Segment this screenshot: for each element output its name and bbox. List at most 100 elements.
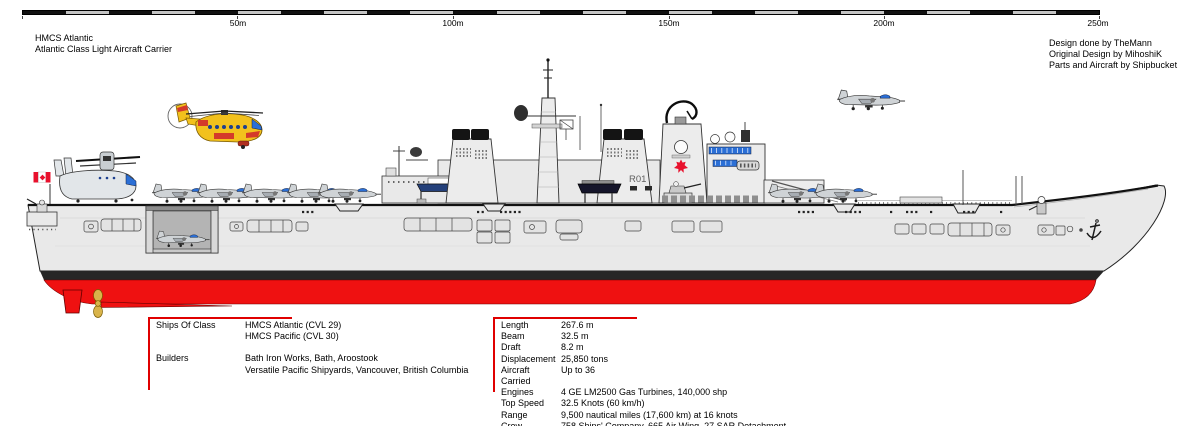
spec-label: Displacement xyxy=(501,353,556,364)
boot-stripe xyxy=(40,271,1104,280)
class-table-value: Versatile Pacific Shipyards, Vancouver, … xyxy=(245,364,469,375)
anchor-icon xyxy=(1086,219,1102,241)
spec-table: Length 267.6 m Beam 32.5 m Draft 8.2 m Disp… xyxy=(501,320,944,426)
parked-tiltrotor xyxy=(53,151,141,203)
ruler-tick xyxy=(669,16,670,19)
spec-label: Top Speed xyxy=(501,398,545,409)
canada-flag xyxy=(33,171,51,183)
ship-title: HMCS Atlantic xyxy=(35,33,94,43)
stern-ensign xyxy=(33,171,51,204)
funnel-cap xyxy=(603,129,622,140)
radar-dish-icon xyxy=(514,105,528,121)
prop-shaft xyxy=(100,301,233,308)
class-table-value: Bath Iron Works, Bath, Aroostook xyxy=(245,353,378,364)
maple-leaf-icon xyxy=(673,159,688,173)
deck-gun xyxy=(663,181,702,204)
crane-icon xyxy=(665,100,698,124)
class-table-value: HMCS Atlantic (CVL 29) xyxy=(245,320,342,330)
funnel-cap xyxy=(624,129,643,140)
ruler-tick xyxy=(1099,16,1100,19)
radome-icon xyxy=(710,134,720,144)
spec-row: Length 267.6 m xyxy=(501,320,944,331)
class-table: Ships Of Class HMCS Atlantic (CVL 29) HM… xyxy=(156,320,468,376)
hull-number-text: R01 xyxy=(629,174,646,185)
spec-label: Length xyxy=(501,320,529,330)
spec-value: Up to 36 xyxy=(561,364,596,375)
spec-label: Draft xyxy=(501,342,521,353)
spec-value: 8.2 m xyxy=(561,342,584,353)
spec-value: 32.5 Knots (60 km/h) xyxy=(561,398,645,409)
class-table-row: Ships Of Class HMCS Atlantic (CVL 29) HM… xyxy=(156,320,468,342)
red-hull xyxy=(43,279,1097,305)
credit-line-3: Parts and Aircraft by Shipbucket xyxy=(1049,60,1178,70)
funnel-cap xyxy=(452,129,470,140)
spec-label: Aircraft Carried xyxy=(501,364,531,387)
spec-label: Beam xyxy=(501,331,525,342)
spec-row: Aircraft Carried Up to 36 xyxy=(501,365,944,387)
credit-line-1: Design done by TheMann xyxy=(1049,38,1152,48)
ship-subtitle: Atlantic Class Light Aircraft Carrier xyxy=(35,44,173,54)
class-table-row: Builders Bath Iron Works, Bath, Aroostoo… xyxy=(156,353,468,375)
ruler-label-250m: 250m xyxy=(1087,18,1109,28)
spec-row: Beam 32.5 m xyxy=(501,331,944,342)
spec-label: Engines xyxy=(501,387,534,398)
spec-table-top-rule xyxy=(493,317,637,319)
ruler-label-100m: 100m xyxy=(442,18,464,28)
radome-icon xyxy=(674,140,688,154)
spec-value: 32.5 m xyxy=(561,331,589,342)
spec-value: 9,500 nautical miles (17,600 km) at 16 k… xyxy=(561,409,738,420)
funnel-forward xyxy=(445,129,499,204)
hull-fittings xyxy=(83,217,1083,244)
bow-antennas xyxy=(962,170,1023,205)
bridge-windows xyxy=(708,146,752,155)
deck-edge-line xyxy=(28,184,1159,207)
funnel-cap xyxy=(471,129,489,140)
credit-line-2: Original Design by MihoshiK xyxy=(1049,49,1163,59)
ruler-tick xyxy=(22,16,23,19)
ruler-tick xyxy=(884,16,885,19)
spec-row: Displacement 25,850 tons xyxy=(501,354,944,365)
spec-row: Range 9,500 nautical miles (17,600 km) at… xyxy=(501,410,944,421)
main-rotor-blades xyxy=(185,110,264,115)
ruler-label-150m: 150m xyxy=(658,18,680,28)
flying-harrier xyxy=(836,89,906,111)
cabin-windows xyxy=(208,125,247,129)
radar-box-icon xyxy=(741,130,750,142)
spec-value: 4 GE LM2500 Gas Turbines, 140,000 shp xyxy=(561,387,728,398)
class-table-label: Ships Of Class xyxy=(156,320,216,330)
island: R01 xyxy=(381,58,943,204)
propeller-icon xyxy=(93,289,103,318)
class-table-left-rule xyxy=(148,317,150,390)
bow-ramp-panel-line xyxy=(1013,188,1149,208)
class-table-value: HMCS Pacific (CVL 30) xyxy=(245,331,339,342)
spec-value: 267.6 m xyxy=(561,320,594,330)
island-tower: R01 xyxy=(629,100,708,204)
ruler-tick xyxy=(453,16,454,19)
parked-harrier xyxy=(317,183,382,204)
class-table-top-rule xyxy=(148,317,292,319)
spec-table-left-rule xyxy=(493,317,495,392)
ruler-label-50m: 50m xyxy=(229,18,247,28)
radome-icon xyxy=(724,131,736,143)
spec-value: 25,850 tons xyxy=(561,353,609,364)
bow-ciws xyxy=(1028,196,1047,215)
radar-dish-icon xyxy=(410,147,422,157)
spec-label: Range xyxy=(501,409,528,420)
hangar-opening xyxy=(145,205,219,254)
aft-radar-mast xyxy=(393,146,428,176)
ruler-label-200m: 200m xyxy=(873,18,895,28)
spec-row: Top Speed 32.5 Knots (60 km/h) xyxy=(501,398,944,409)
spec-label: Crew xyxy=(501,420,523,426)
main-mast xyxy=(514,58,603,204)
yagi-antenna-icon xyxy=(559,119,574,130)
bridge-windows-lower xyxy=(712,159,738,167)
rudder xyxy=(62,289,83,314)
spec-row: Draft 8.2 m xyxy=(501,342,944,353)
scale-ruler-bar xyxy=(22,10,1100,15)
stern-sponson xyxy=(26,198,58,231)
hull xyxy=(27,184,1166,318)
class-table-label: Builders xyxy=(156,353,189,364)
